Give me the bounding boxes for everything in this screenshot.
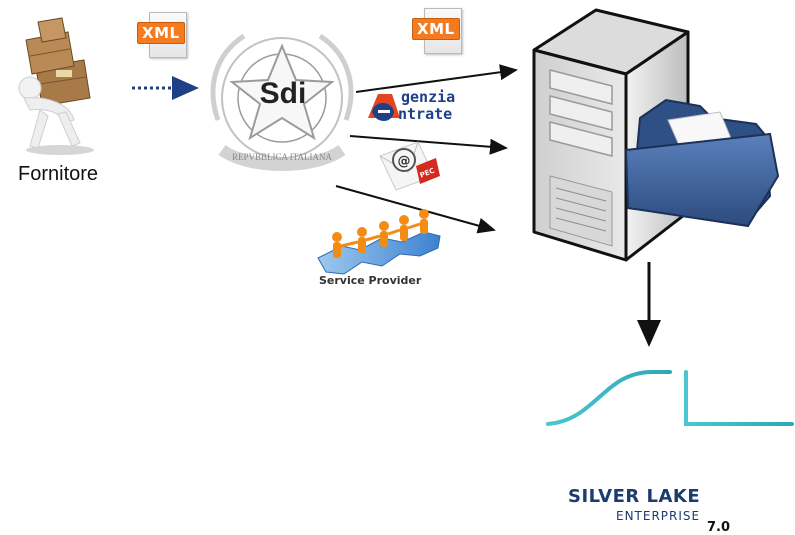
pec-email-icon: @ PEC [379,141,440,191]
emblem-ribbon-text: REPVBBLICA ITALIANA [232,152,333,162]
supplier-label: Fornitore [18,163,99,185]
courier-carrying-boxes-icon [18,17,94,155]
xml-file-icon: XML [137,12,189,58]
service-provider-icon [317,209,441,275]
brand-subtitle: ENTERPRISE [616,509,701,523]
xml-badge: XML [137,22,185,44]
xml-badge: XML [412,18,460,40]
agency-name-line2: ntrate [398,105,453,123]
arrow-sdi-to-server-bottom [335,185,496,234]
svg-text:@: @ [398,154,411,169]
brand-name: SILVER LAKE [568,486,701,507]
sdi-label: Sdi [259,77,307,110]
xml-file-icon: XML [412,8,464,54]
agency-name-line1: genzia [401,88,456,106]
service-provider-label: Service Provider [319,274,422,287]
open-folder-icon [624,98,780,228]
arrow-sdi-to-server-top [355,64,518,93]
agenzia-entrate-logo [368,94,400,121]
italian-republic-emblem-icon [210,33,354,171]
brand-version: 7.0 [707,520,731,535]
silver-lake-logo-icon [546,370,794,426]
arrow-sdi-to-server-middle [349,135,508,155]
